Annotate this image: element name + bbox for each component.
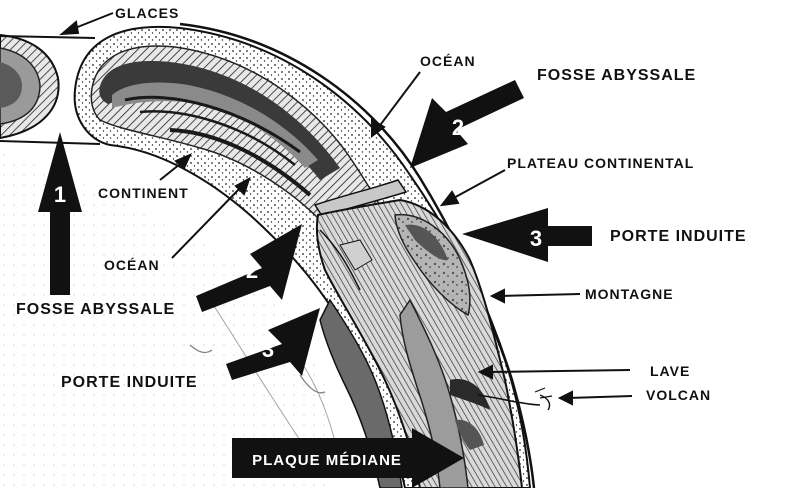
arrow-3-right-number: 3 (530, 226, 542, 251)
ocean-left-label: OCÉAN (104, 257, 160, 273)
volcan-label: VOLCAN (646, 387, 711, 403)
continent-label: CONTINENT (98, 185, 189, 201)
plaque-mediane-label: PLAQUE MÉDIANE (252, 452, 402, 469)
porte-induite-right-label: PORTE INDUITE (610, 228, 747, 245)
pointer-lines (59, 12, 633, 406)
fosse-abyssale-top-label: FOSSE ABYSSALE (537, 67, 696, 84)
ocean-top-label: OCÉAN (420, 53, 476, 69)
arrow-1: 1 (38, 132, 82, 295)
arrow-2-left: 2 (196, 224, 302, 312)
arrow-2-top: 2 (410, 80, 524, 168)
montagne-label: MONTAGNE (585, 286, 674, 302)
fosse-abyssale-left-label: FOSSE ABYSSALE (16, 301, 175, 318)
left-crust-section (0, 33, 101, 145)
glaces-label: GLACES (115, 5, 179, 21)
porte-induite-left-label: PORTE INDUITE (61, 374, 198, 391)
arrow-2-left-number: 2 (246, 258, 258, 283)
arrow-3-left: 3 (226, 308, 320, 380)
plateau-continental-label: PLATEAU CONTINENTAL (507, 155, 694, 171)
plaque-mediane-arrow: PLAQUE MÉDIANE (232, 428, 464, 488)
arrow-3-left-number: 3 (262, 337, 274, 362)
arrow-1-number: 1 (54, 182, 66, 207)
lave-label: LAVE (650, 363, 690, 379)
arrow-2-top-number: 2 (452, 115, 464, 140)
arrow-3-right: 3 (462, 208, 592, 262)
